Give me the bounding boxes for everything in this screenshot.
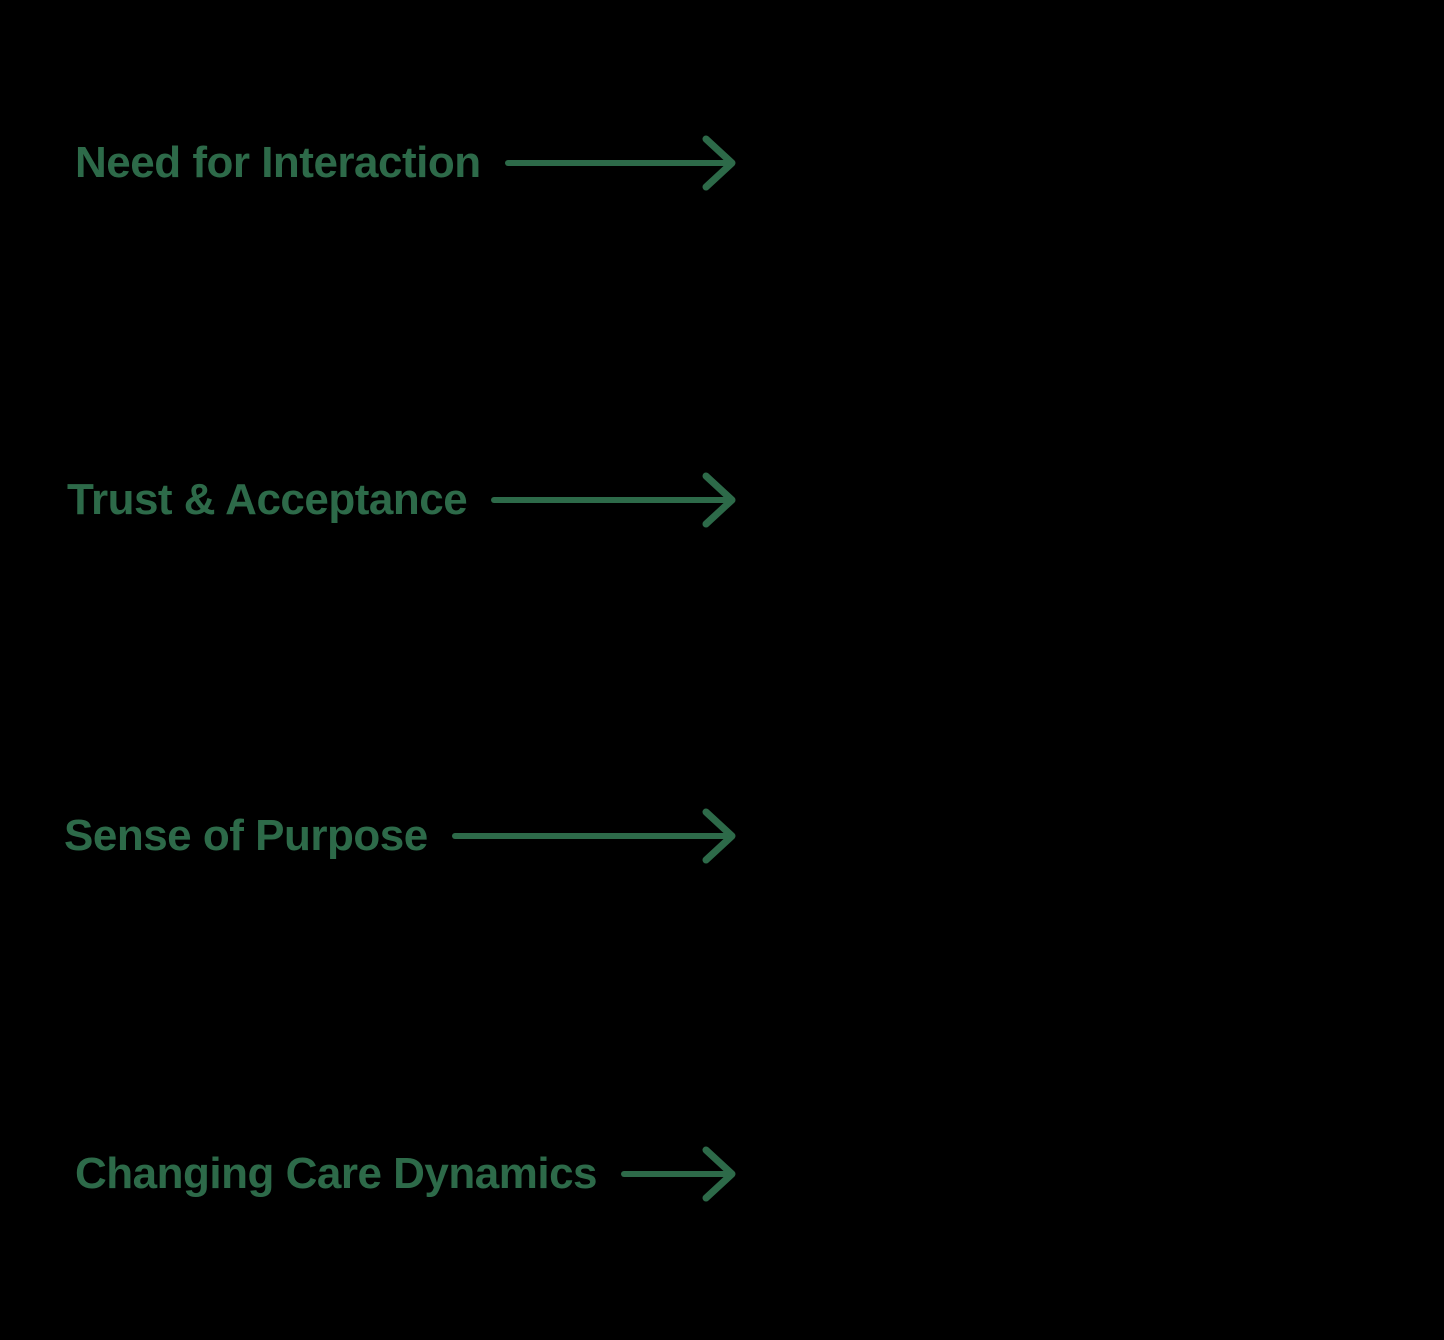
right-arrow-icon [504, 134, 737, 192]
label-row-sense-of-purpose: Sense of Purpose [64, 790, 737, 882]
row-label: Need for Interaction [75, 138, 481, 187]
right-arrow-icon [491, 471, 737, 529]
arrow-head [701, 1145, 737, 1203]
row-label: Sense of Purpose [64, 811, 428, 860]
arrow-head [701, 471, 737, 529]
label-row-changing-care-dynamics: Changing Care Dynamics [75, 1128, 737, 1220]
arrow-shaft [504, 160, 734, 166]
right-arrow-icon [451, 807, 737, 865]
label-row-trust-acceptance: Trust & Acceptance [67, 454, 737, 546]
label-row-need-for-interaction: Need for Interaction [75, 117, 737, 209]
row-label: Changing Care Dynamics [75, 1149, 598, 1198]
arrow-head [701, 807, 737, 865]
row-label: Trust & Acceptance [67, 475, 468, 524]
arrow-shaft [451, 833, 734, 839]
arrow-shaft [621, 1171, 734, 1177]
arrow-head [701, 134, 737, 192]
arrow-shaft [491, 497, 734, 503]
right-arrow-icon [621, 1145, 737, 1203]
